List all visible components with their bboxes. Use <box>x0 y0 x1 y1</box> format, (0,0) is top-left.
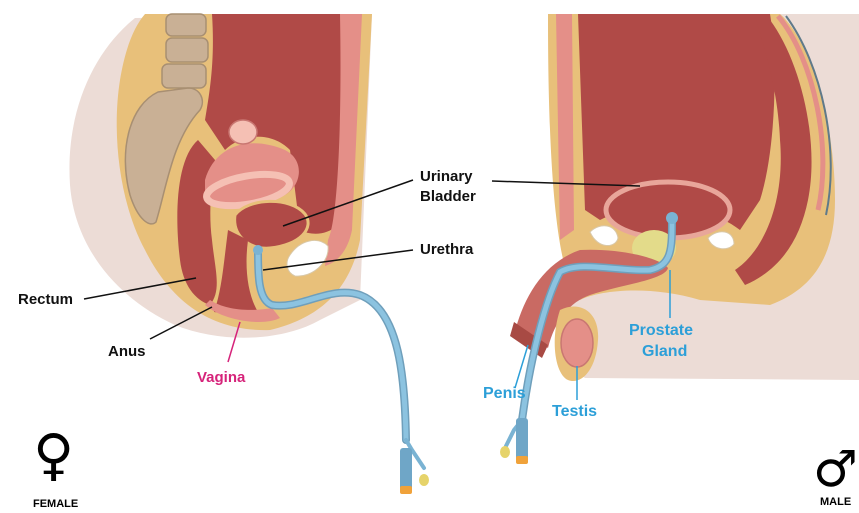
label-testis: Testis <box>552 403 597 420</box>
male-catheter-plug <box>500 446 510 458</box>
label-vagina: Vagina <box>197 369 245 386</box>
label-anus: Anus <box>108 343 146 360</box>
female-caption: FEMALE <box>33 498 78 510</box>
label-urethra: Urethra <box>420 241 473 258</box>
label-urinary-bladder-line1: Urinary <box>420 168 473 185</box>
female-symbol-icon: ♀ <box>33 428 74 484</box>
catheter-plug <box>419 474 429 486</box>
testis <box>561 319 593 367</box>
male-anatomy <box>492 14 859 464</box>
label-prostate-line2: Gland <box>642 343 687 360</box>
label-urinary-bladder-line2: Bladder <box>420 188 476 205</box>
male-catheter-connector <box>516 418 528 460</box>
label-prostate-line1: Prostate <box>629 322 693 339</box>
female-anatomy <box>69 14 429 494</box>
vertebra <box>162 64 206 88</box>
vertebra <box>166 38 208 62</box>
male-catheter-cap <box>516 456 528 464</box>
catheter-connector <box>400 448 412 490</box>
ovary <box>229 120 257 144</box>
vertebra <box>166 14 206 36</box>
catheter-cap <box>400 486 412 494</box>
label-rectum: Rectum <box>18 291 73 308</box>
label-penis: Penis <box>483 385 526 402</box>
male-caption: MALE <box>820 496 851 508</box>
male-symbol-icon: ♂ <box>813 444 858 494</box>
catheter-tip <box>253 245 263 255</box>
male-catheter-tip <box>666 212 678 224</box>
